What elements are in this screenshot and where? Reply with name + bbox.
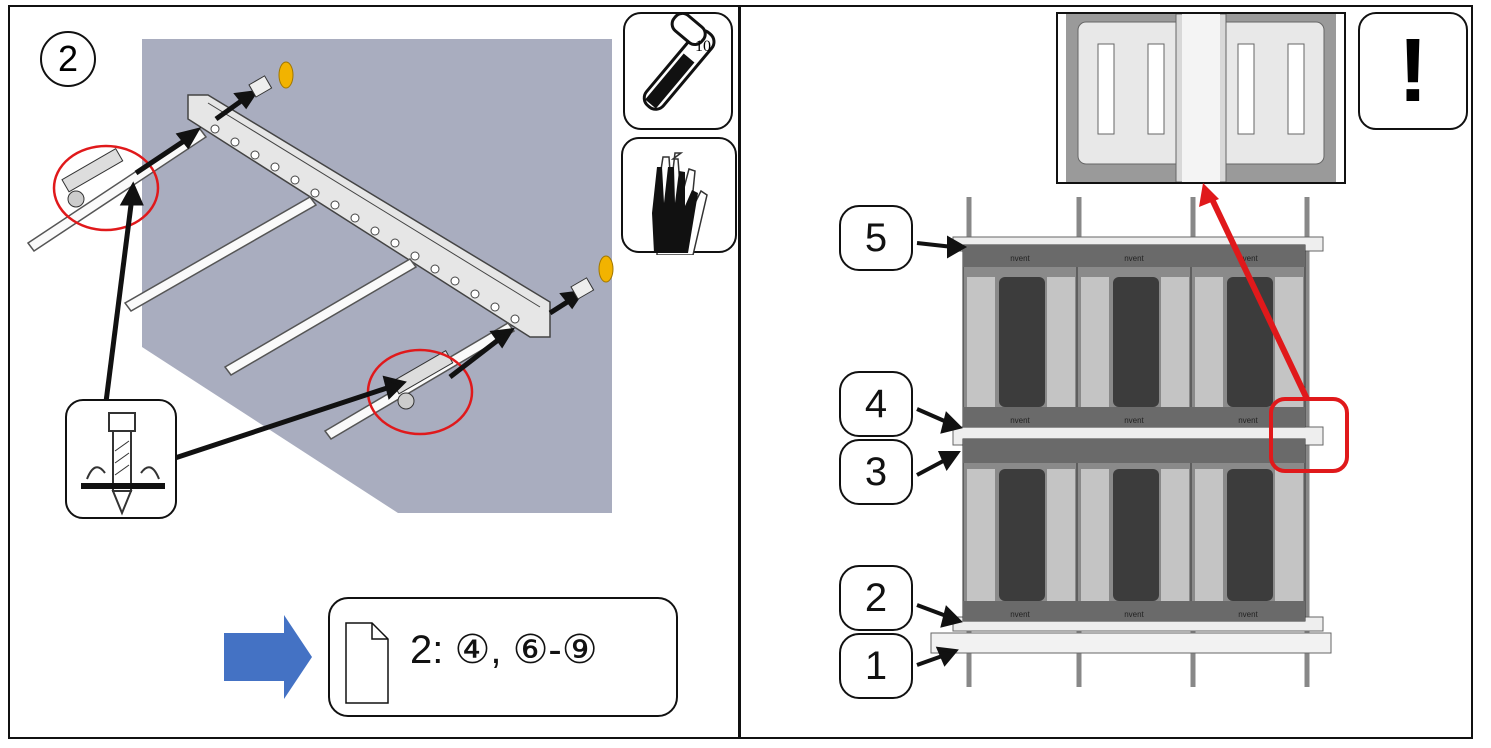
step-number: 2 xyxy=(40,31,96,87)
callout-box-connector xyxy=(1269,397,1349,473)
layer-label-5: 5 xyxy=(839,205,913,271)
modules-lower-row xyxy=(962,438,1306,622)
document-icon xyxy=(345,622,389,704)
layer-label-3: 3 xyxy=(839,439,913,505)
gloves-icon xyxy=(652,152,708,255)
end-cap-bottom xyxy=(570,255,614,300)
layer-label-4: 4 xyxy=(839,371,913,437)
rod-2 xyxy=(123,196,318,312)
module-brand-label: nvent xyxy=(1010,254,1030,263)
layer-label-1: 1 xyxy=(839,633,913,699)
module-brand-label: nvent xyxy=(1238,416,1258,425)
module-brand-label: nvent xyxy=(1124,610,1144,619)
pointer-line-upper xyxy=(103,196,135,403)
module-brand-label: nvent xyxy=(1238,610,1258,619)
arrow-to-rail-left xyxy=(134,134,192,176)
gloves-box xyxy=(621,137,737,255)
battery-stack-illustration: nvent nvent nvent nvent nvent nvent nven… xyxy=(916,183,1349,687)
wrench-icon xyxy=(642,14,716,111)
screw-anchor-icon xyxy=(81,412,165,516)
module-brand-label: nvent xyxy=(1238,254,1258,263)
reference-steps: ④, ⑥-⑨ xyxy=(454,628,598,672)
rod-3 xyxy=(223,258,418,376)
pointer-line-lower xyxy=(171,384,391,462)
wrench-tool-box: 10 xyxy=(623,12,733,130)
reference-page: 2: xyxy=(410,628,444,672)
connector-detail-illustration xyxy=(1066,14,1336,182)
layer-label-2: 2 xyxy=(839,565,913,631)
screw-anchor-left xyxy=(61,147,124,208)
wrench-size-label: 10 xyxy=(695,38,711,55)
warning-box: ! xyxy=(1358,12,1468,130)
warning-icon: ! xyxy=(1398,20,1428,121)
screw-anchor-box xyxy=(65,399,177,519)
callout-arrow xyxy=(1208,195,1310,401)
arrow-to-cap-top xyxy=(214,96,246,122)
reference-text: 2: ④, ⑥-⑨ xyxy=(410,627,598,673)
detail-zoom-box xyxy=(1056,12,1346,184)
callout-circle-left xyxy=(52,144,160,232)
module-brand-label: nvent xyxy=(1124,416,1144,425)
module-brand-label: nvent xyxy=(1010,610,1030,619)
module-brand-label: nvent xyxy=(1010,416,1030,425)
right-instruction-panel: ! xyxy=(739,5,1473,739)
end-cap-top xyxy=(248,61,294,98)
module-brand-label: nvent xyxy=(1124,254,1144,263)
mounting-rail xyxy=(187,94,551,338)
modules-upper-row xyxy=(962,244,1306,428)
rail-assembly-illustration xyxy=(26,39,614,699)
reference-box: 2: ④, ⑥-⑨ xyxy=(328,597,678,717)
left-instruction-panel: 2 xyxy=(8,5,740,739)
rail-1 xyxy=(930,632,1332,654)
next-step-arrow xyxy=(224,615,312,699)
arrow-to-rail-right xyxy=(448,335,504,379)
